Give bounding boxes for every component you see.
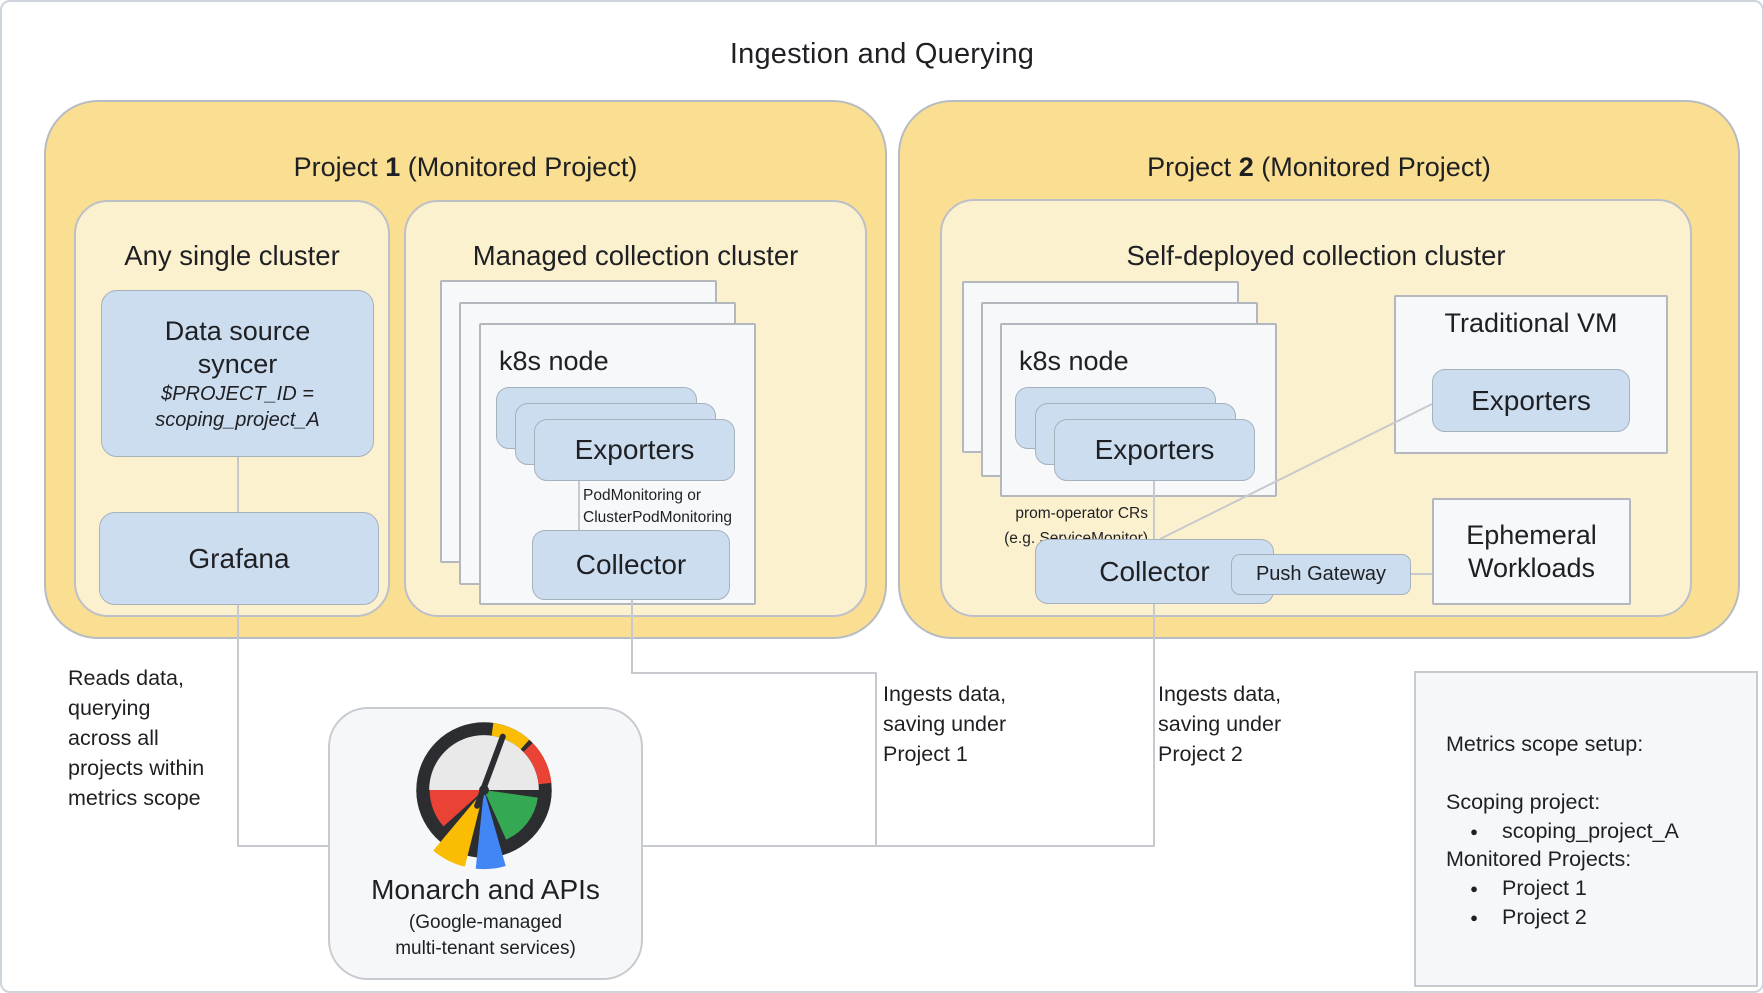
metrics-scope-title: Metrics scope setup: <box>1446 732 1644 756</box>
monitoring-gauge-icon <box>416 722 552 870</box>
monarch-subtitle-line1: (Google-managed <box>408 912 563 933</box>
line-pushgateway-ephemeral <box>1411 573 1432 575</box>
managed-collection-cluster-label: Managed collection cluster <box>472 240 799 271</box>
syncer-project-id-line1: $PROJECT_ID = <box>161 382 314 405</box>
grafana-label: Grafana <box>188 542 290 574</box>
exporters-label-p1: Exporters <box>574 434 695 465</box>
push-gateway-label: Push Gateway <box>1255 563 1387 585</box>
line-syncer-grafana <box>237 457 239 512</box>
collector-label-p1: Collector <box>575 549 687 580</box>
data-source-syncer-box: Data source syncer $PROJECT_ID = scoping… <box>101 290 374 457</box>
exporters-label-p2: Exporters <box>1094 434 1215 465</box>
line-vm-exporters-collector <box>1159 403 1433 540</box>
monitored-project-value-2: Project 2 <box>1502 905 1587 929</box>
ephemeral-workloads-line2: Workloads <box>1467 552 1596 583</box>
reads-data-line: projects within <box>68 756 205 780</box>
monarch-subtitle: (Google-managed multi-tenant services) <box>328 910 643 962</box>
collector-box-p1: Collector <box>532 530 730 600</box>
project2-label-suffix: (Monitored Project) <box>1253 152 1491 182</box>
bullet-icon: ● <box>1470 824 1478 839</box>
project1-label-number: 1 <box>385 152 401 182</box>
scoping-project-item: ● scoping_project_A <box>1446 819 1679 844</box>
ingests-p1-annotation: Ingests data, saving under Project 1 <box>883 679 1006 769</box>
ingests-p1-line: Project 1 <box>883 742 968 766</box>
line-collector2-to-bus <box>1153 604 1155 847</box>
k8s-node-label-p1: k8s node <box>499 346 609 376</box>
reads-data-line: metrics scope <box>68 786 201 810</box>
bullet-icon: ● <box>1470 910 1478 925</box>
monitored-project-value-1: Project 1 <box>1502 876 1587 900</box>
data-source-syncer-line2: syncer <box>197 348 278 379</box>
exporters-box-p1: Exporters <box>534 419 735 481</box>
ingests-p1-line: Ingests data, <box>883 682 1007 706</box>
data-source-syncer-line1: Data source <box>164 315 311 346</box>
monarch-subtitle-line2: multi-tenant services) <box>395 938 576 959</box>
ingests-p2-annotation: Ingests data, saving under Project 2 <box>1158 679 1281 769</box>
project2-label-prefix: Project <box>1147 152 1239 182</box>
self-deployed-cluster-label: Self-deployed collection cluster <box>1126 240 1506 271</box>
podmonitoring-note-line2: ClusterPodMonitoring <box>583 509 733 526</box>
line-exporters-collector-p1 <box>578 481 580 530</box>
push-gateway-box: Push Gateway <box>1231 554 1411 595</box>
bullet-icon: ● <box>1470 881 1478 896</box>
ephemeral-workloads-box: Ephemeral Workloads <box>1432 498 1631 605</box>
line-collector1-across <box>631 672 877 674</box>
reads-data-line: across all <box>68 726 159 750</box>
reads-data-line: Reads data, <box>68 666 184 690</box>
reads-data-annotation: Reads data, querying across all projects… <box>68 663 204 813</box>
k8s-node-label-p2: k8s node <box>1019 346 1129 376</box>
project1-label-prefix: Project <box>293 152 386 182</box>
traditional-vm-label: Traditional VM <box>1444 308 1618 338</box>
ingests-p2-line: Project 2 <box>1158 742 1243 766</box>
ingests-p1-line: saving under <box>883 712 1007 736</box>
syncer-project-id-line2: scoping_project_A <box>155 408 320 431</box>
grafana-box: Grafana <box>99 512 379 605</box>
traditional-vm-exporters-box: Exporters <box>1432 369 1630 432</box>
ingests-p2-line: Ingests data, <box>1158 682 1282 706</box>
prom-operator-note-line1: prom-operator CRs <box>1015 505 1148 522</box>
line-grafana-monarch <box>237 605 239 846</box>
monitored-project-item-2: ● Project 2 <box>1446 905 1587 930</box>
podmonitoring-note: PodMonitoring or ClusterPodMonitoring <box>583 485 732 529</box>
ingests-p2-line: saving under <box>1158 712 1282 736</box>
monarch-title: Monarch and APIs <box>371 874 600 905</box>
line-monarch-bus <box>237 845 1153 847</box>
collector-label-p2: Collector <box>1099 555 1210 587</box>
project1-label-suffix: (Monitored Project) <box>400 152 638 182</box>
ephemeral-workloads-line1: Ephemeral <box>1466 519 1597 550</box>
project1-label: Project 1 (Monitored Project) <box>44 152 887 183</box>
exporters-box-p2: Exporters <box>1054 419 1255 481</box>
monitored-project-item-1: ● Project 1 <box>1446 876 1587 901</box>
reads-data-line: querying <box>68 696 151 720</box>
podmonitoring-note-line1: PodMonitoring or <box>583 487 702 504</box>
project2-label-number: 2 <box>1238 152 1254 182</box>
scoping-project-label: Scoping project: <box>1446 790 1601 814</box>
metrics-scope-panel: Metrics scope setup: Scoping project: ● s… <box>1414 671 1758 987</box>
traditional-vm-exporters-label: Exporters <box>1471 384 1591 416</box>
diagram-title: Ingestion and Querying <box>729 38 1035 70</box>
line-collector1-down <box>631 600 633 674</box>
project2-label: Project 2 (Monitored Project) <box>898 152 1740 183</box>
any-single-cluster-label: Any single cluster <box>124 240 340 271</box>
scoping-project-value: scoping_project_A <box>1502 819 1679 843</box>
line-exporters-collector-p2 <box>1153 481 1155 539</box>
line-collector1-to-bus <box>875 672 877 847</box>
monitored-projects-label: Monitored Projects: <box>1446 847 1632 871</box>
